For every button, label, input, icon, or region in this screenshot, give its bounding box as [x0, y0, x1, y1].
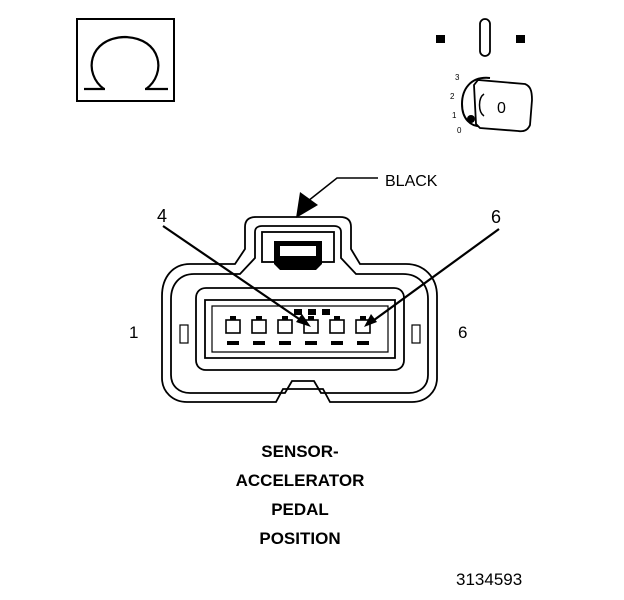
- ignition-position-3: 3: [455, 73, 460, 82]
- pin-cavity-3: [277, 316, 293, 345]
- connector-body: [161, 216, 438, 403]
- ignition-position-0: 0: [457, 126, 462, 135]
- cavity-number-left: 1: [129, 323, 138, 342]
- pin-cavity-5: [329, 316, 345, 345]
- pin-callout-6: 6: [364, 207, 501, 327]
- pin-number-6: 6: [491, 207, 501, 227]
- caption-line-4: POSITION: [259, 529, 341, 548]
- component-caption: SENSOR- ACCELERATOR PEDAL POSITION: [200, 437, 400, 553]
- key-position-label: 0: [497, 100, 506, 117]
- connector-color-label: BLACK: [385, 173, 438, 190]
- pin-cavities: [225, 316, 371, 345]
- ignition-key-off-icon: 3 2 1 0 0: [436, 18, 533, 135]
- pin-cavity-2: [251, 316, 267, 345]
- ignition-position-2: 2: [450, 92, 455, 101]
- caption-line-3: PEDAL: [271, 500, 329, 519]
- pin-cavity-4: [303, 316, 319, 345]
- pin-callout-4: 4: [157, 206, 311, 327]
- ignition-position-1: 1: [452, 111, 457, 120]
- caption-line-2: ACCELERATOR: [235, 471, 365, 490]
- color-callout: BLACK: [296, 173, 438, 218]
- ohmmeter-icon: [76, 18, 175, 102]
- pin-number-4: 4: [157, 206, 167, 226]
- cavity-number-right: 6: [458, 323, 467, 342]
- figure-id: 3134593: [456, 570, 523, 589]
- pin-cavity-1: [225, 316, 241, 345]
- caption-line-1: SENSOR-: [261, 442, 339, 461]
